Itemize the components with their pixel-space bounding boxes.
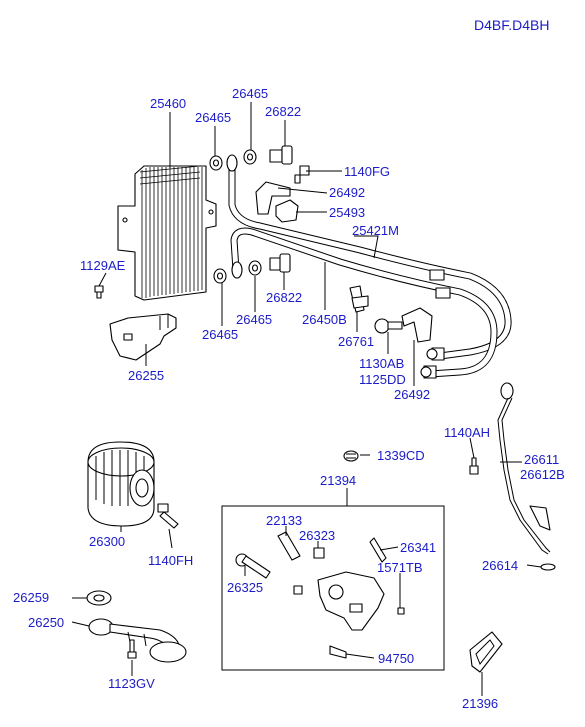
clamp-26492-lower	[401, 307, 433, 343]
label-1571TB: 1571TB	[377, 560, 423, 575]
bolt-1123GV	[127, 639, 137, 659]
label-1123GV: 1123GV	[108, 676, 155, 691]
label-26761: 26761	[338, 334, 374, 349]
bolt-1140FG	[294, 165, 310, 184]
oil-cooler	[117, 165, 217, 301]
label-26325: 26325	[227, 580, 263, 595]
label-26612B: 26612B	[520, 467, 565, 482]
label-26492-upper: 26492	[329, 185, 365, 200]
label-26492-lower: 26492	[394, 387, 430, 402]
label-22133: 22133	[266, 513, 302, 528]
label-25421M: 25421M	[352, 223, 399, 238]
label-26614: 26614	[482, 558, 518, 573]
label-1129AE: 1129AE	[80, 258, 126, 273]
gasket-21396	[469, 631, 503, 673]
label-26450B: 26450B	[302, 312, 347, 327]
clamp-26492-upper	[255, 181, 291, 215]
bolt-1140FH	[157, 503, 179, 529]
label-26465-top: 26465	[232, 86, 268, 101]
label-1140AH: 1140AH	[444, 425, 490, 440]
part-labels: 25460 26465 26465 26822 1140FG 26492 254…	[13, 86, 565, 711]
label-21396: 21396	[462, 696, 498, 711]
label-26465-mid: 26465	[236, 312, 272, 327]
clamp-26761	[349, 285, 369, 313]
label-26822-lower: 26822	[266, 290, 302, 305]
oil-strainer-26250	[86, 590, 187, 663]
oil-level-gauge	[469, 382, 556, 571]
label-1130AB: 1130AB	[359, 356, 404, 371]
bolt-1130AB	[374, 318, 403, 334]
label-26465-upper: 26465	[195, 110, 231, 125]
cooler-hose-assembly	[226, 154, 512, 379]
label-26259: 26259	[13, 590, 49, 605]
oil-pump-assembly-box	[221, 505, 445, 671]
plug-1339CD	[343, 450, 359, 462]
label-1339CD: 1339CD	[377, 448, 425, 463]
leader-lines	[71, 102, 542, 696]
bracket-26255	[109, 313, 177, 361]
label-1125DD: 1125DD	[359, 372, 406, 387]
label-26250: 26250	[28, 615, 64, 630]
model-code-label: D4BF.D4BH	[474, 17, 549, 33]
washers-26465	[209, 149, 262, 284]
label-26822-upper: 26822	[265, 104, 301, 119]
banjo-bolt-26822-upper	[269, 145, 293, 165]
grommet-25493	[275, 199, 299, 223]
banjo-bolt-26822-lower	[269, 253, 291, 273]
oil-filter-26300	[87, 441, 155, 527]
label-94750: 94750	[378, 651, 414, 666]
bolt-1129AE	[94, 285, 104, 299]
label-26323: 26323	[299, 528, 335, 543]
label-25493: 25493	[329, 205, 365, 220]
label-21394: 21394	[320, 473, 356, 488]
label-26300: 26300	[89, 534, 125, 549]
label-1140FG: 1140FG	[344, 164, 390, 179]
label-26465-lower: 26465	[202, 327, 238, 342]
label-1140FH: 1140FH	[148, 553, 193, 568]
label-25460: 25460	[150, 96, 186, 111]
label-26341: 26341	[400, 540, 436, 555]
label-26255: 26255	[128, 368, 164, 383]
label-26611: 26611	[524, 452, 559, 467]
